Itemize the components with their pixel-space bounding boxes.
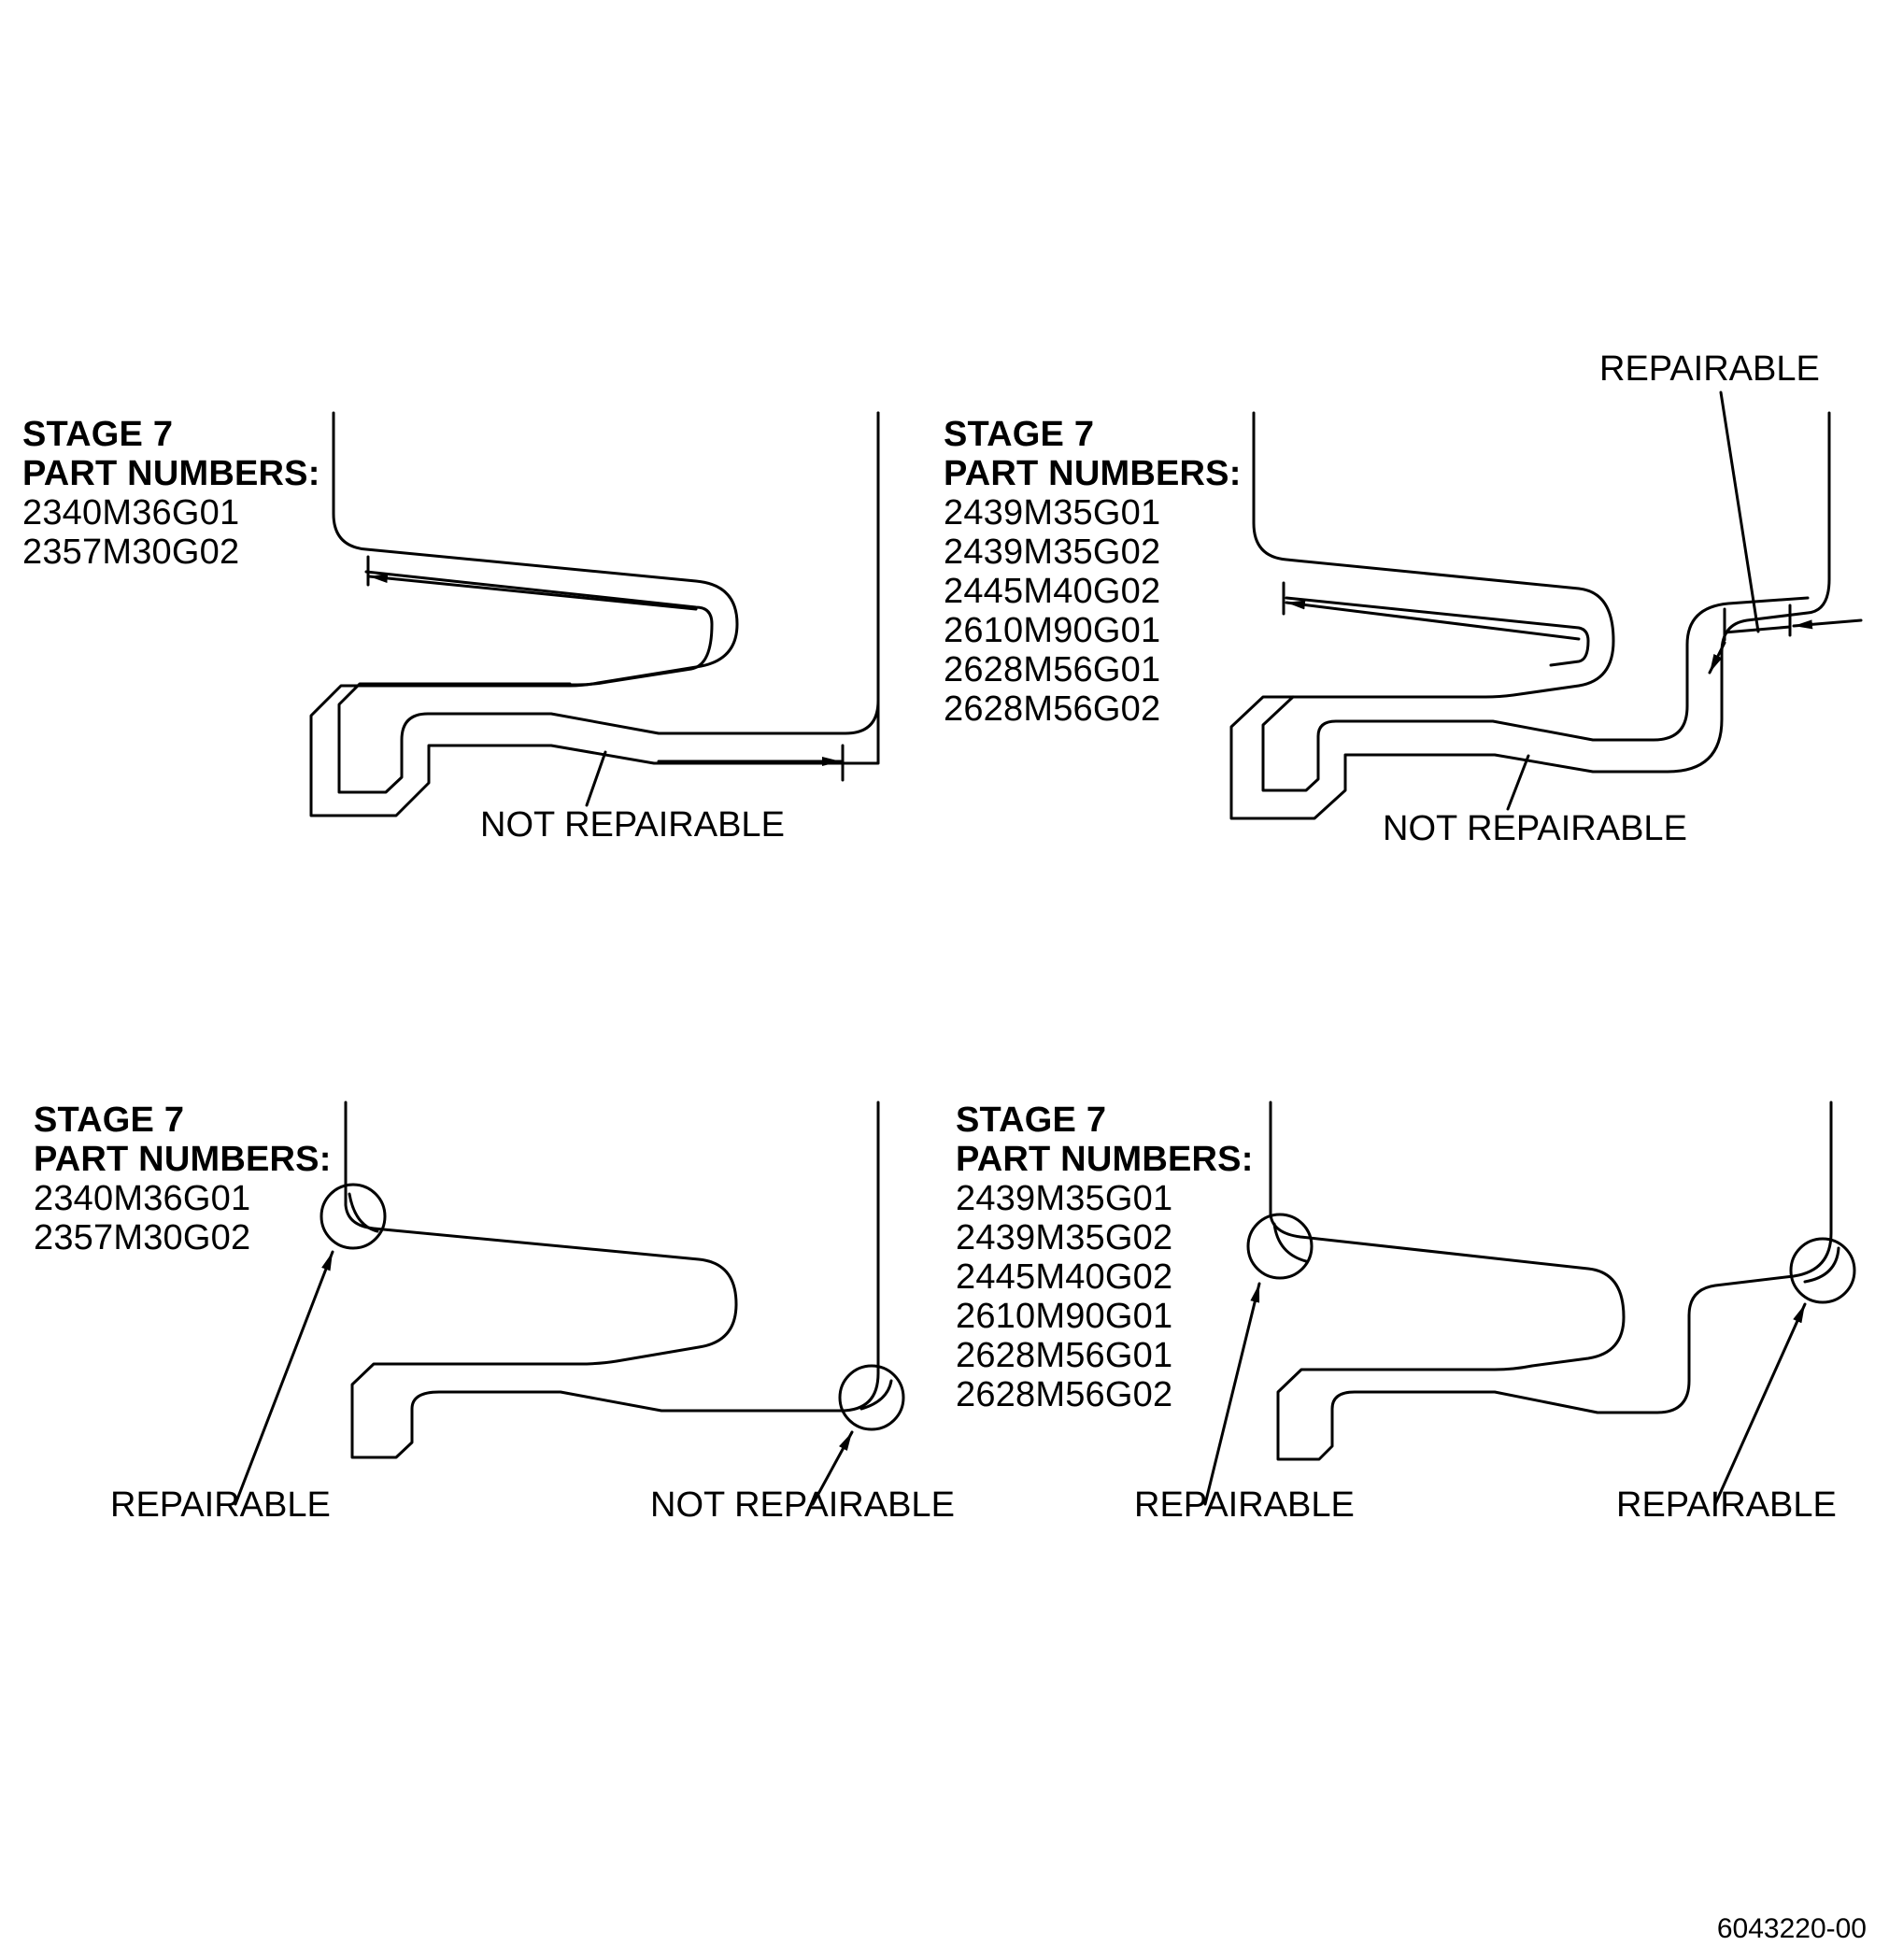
panel-1-part-block: STAGE 7 PART NUMBERS: 2340M36G01 2357M30… xyxy=(22,415,320,572)
part-number: 2357M30G02 xyxy=(22,533,240,572)
panel-3-repairable-leader xyxy=(234,1250,334,1506)
part-number: 2445M40G02 xyxy=(944,572,1161,611)
panel-2-dim-arrow-in-right xyxy=(1792,618,1863,630)
panel-2-not-repairable-leader xyxy=(1506,754,1530,811)
panel-1-callout-leader xyxy=(585,750,607,807)
panel-4-section xyxy=(1203,1101,1856,1506)
panel-3-profile xyxy=(344,1101,880,1459)
panel-4-detail-arc-left xyxy=(1272,1222,1308,1263)
panel-2-dim-arrow-in-left xyxy=(1708,641,1726,675)
panel-2-inner-lower xyxy=(1261,596,1810,792)
panel-3-detail-circle-left xyxy=(320,1183,387,1250)
panel-1-callout-not-repairable: NOT REPAIRABLE xyxy=(480,805,785,845)
panel-1-section xyxy=(309,411,880,817)
panel-4-detail-arc-right xyxy=(1803,1246,1840,1284)
panel-1-inner-groove xyxy=(358,570,714,687)
panel-3-heading: PART NUMBERS: xyxy=(34,1140,332,1179)
panel-2-heading: PART NUMBERS: xyxy=(944,454,1242,493)
panel-1-outer-profile xyxy=(309,411,880,817)
panel-2-repairable-leader xyxy=(1719,391,1760,633)
panel-1-outer-profile-right xyxy=(337,411,880,794)
panel-2-callout-not-repairable: NOT REPAIRABLE xyxy=(1383,809,1687,848)
part-number: 2357M30G02 xyxy=(34,1218,251,1257)
panel-3-detail-circle-right xyxy=(838,1364,905,1431)
part-number: 2439M35G02 xyxy=(956,1218,1173,1257)
panel-4-detail-circle-left xyxy=(1246,1213,1314,1280)
part-number: 2610M90G01 xyxy=(956,1297,1173,1336)
panel-1-dim-arrow-left xyxy=(367,574,698,611)
panel-3-detail-arc-right xyxy=(859,1379,893,1411)
panel-4-profile xyxy=(1269,1101,1833,1461)
part-number: 2628M56G01 xyxy=(956,1336,1173,1375)
part-number: 2439M35G02 xyxy=(944,533,1161,572)
part-number: 2628M56G01 xyxy=(944,650,1161,689)
panel-2-part-block: STAGE 7 PART NUMBERS: 2439M35G01 2439M35… xyxy=(944,415,1242,729)
part-number: 2610M90G01 xyxy=(944,611,1161,650)
panel-4-part-block: STAGE 7 PART NUMBERS: 2439M35G01 2439M35… xyxy=(956,1101,1254,1414)
part-number: 2628M56G02 xyxy=(956,1375,1173,1414)
panel-4-repairable-leader-left xyxy=(1203,1282,1261,1506)
panel-2-outer-profile xyxy=(1229,411,1831,820)
panel-1-heading: PART NUMBERS: xyxy=(22,454,320,493)
panel-4-callout-repairable-left: REPAIRABLE xyxy=(1134,1485,1355,1525)
panel-3-callout-repairable: REPAIRABLE xyxy=(110,1485,331,1525)
panel-3-part-block: STAGE 7 PART NUMBERS: 2340M36G01 2357M30… xyxy=(34,1101,332,1257)
panel-3-detail-arc-left xyxy=(348,1192,379,1233)
panel-3-callout-not-repairable: NOT REPAIRABLE xyxy=(650,1485,955,1525)
panel-4-callout-repairable-right: REPAIRABLE xyxy=(1616,1485,1837,1525)
panel-4-stage: STAGE 7 xyxy=(956,1101,1107,1140)
document-id: 6043220-00 xyxy=(1716,1913,1867,1944)
part-number: 2340M36G01 xyxy=(22,493,240,533)
panel-2-inner-profile xyxy=(1285,596,1590,667)
panel-4-heading: PART NUMBERS: xyxy=(956,1140,1254,1179)
panel-2-stage: STAGE 7 xyxy=(944,415,1095,454)
panel-4-detail-circle-right xyxy=(1789,1237,1856,1304)
panel-2-callout-repairable: REPAIRABLE xyxy=(1599,349,1820,389)
panel-2-dim-arrow-left xyxy=(1285,600,1581,641)
part-number: 2628M56G02 xyxy=(944,689,1161,729)
part-number: 2340M36G01 xyxy=(34,1179,251,1218)
panel-3-section xyxy=(234,1101,905,1506)
panel-3-not-repairable-leader xyxy=(811,1430,854,1506)
panel-1-stage: STAGE 7 xyxy=(22,415,174,454)
part-number: 2439M35G01 xyxy=(944,493,1161,533)
part-number: 2439M35G01 xyxy=(956,1179,1173,1218)
panel-3-stage: STAGE 7 xyxy=(34,1101,185,1140)
panel-4-repairable-leader-right xyxy=(1713,1302,1807,1506)
panel-2-section xyxy=(1229,391,1863,820)
part-number: 2445M40G02 xyxy=(956,1257,1173,1297)
